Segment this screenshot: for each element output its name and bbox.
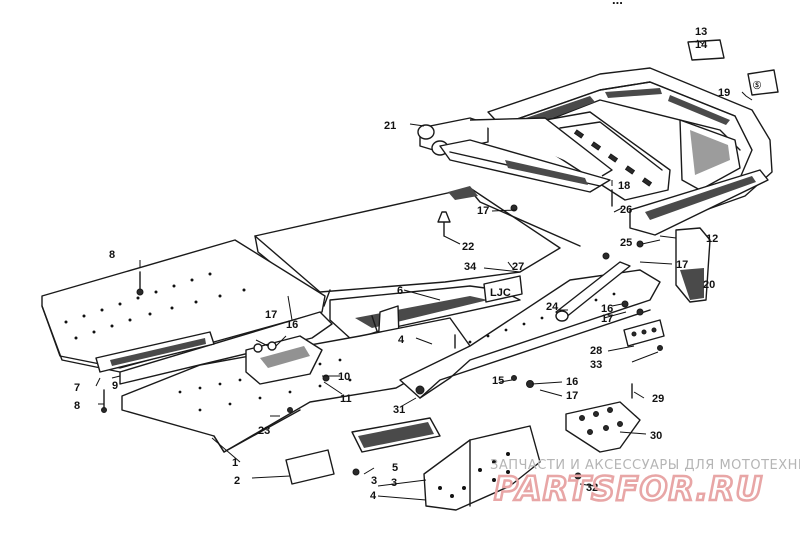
callout-17d: 17 bbox=[601, 313, 613, 325]
callout-12: 12 bbox=[706, 233, 718, 245]
callout-26: 26 bbox=[620, 204, 632, 216]
callout-22: 22 bbox=[462, 241, 474, 253]
callout-4: 4 bbox=[398, 334, 405, 346]
right-floor-panel bbox=[399, 261, 661, 399]
callout-11: 11 bbox=[340, 393, 352, 405]
callout-6: 6 bbox=[397, 285, 403, 297]
bracket-10 bbox=[245, 335, 323, 385]
callout-28: 28 bbox=[590, 345, 602, 357]
callout-7: 7 bbox=[74, 382, 80, 394]
header-fragment: ... bbox=[612, 0, 623, 7]
rear-bumper-assembly bbox=[487, 67, 773, 303]
callout-18: 18 bbox=[618, 180, 630, 192]
callout-14: 14 bbox=[695, 39, 708, 51]
callout-16c: 16 bbox=[566, 376, 578, 388]
tunnel-panel bbox=[254, 186, 581, 386]
callout-1: 1 bbox=[232, 457, 238, 469]
callout-19: 19 bbox=[718, 87, 730, 99]
watermark: ЗАПЧАСТИ И АКСЕССУАРЫ ДЛЯ МОТОТЕХНИКИ PA… bbox=[490, 458, 800, 509]
plate-28 bbox=[623, 319, 665, 347]
callout-8: 8 bbox=[109, 249, 115, 261]
callout-17c: 17 bbox=[676, 259, 688, 271]
callout-10: 10 bbox=[338, 371, 350, 383]
callout-16b: 16 bbox=[601, 303, 613, 315]
leader-lines bbox=[95, 39, 753, 501]
bracket-32 bbox=[423, 425, 541, 511]
callout-25: 25 bbox=[620, 237, 632, 249]
callout-8b: 8 bbox=[74, 400, 80, 412]
watermark-caption: ЗАПЧАСТИ И АКСЕССУАРЫ ДЛЯ МОТОТЕХНИКИ bbox=[490, 458, 800, 473]
grab-handle-21 bbox=[417, 117, 613, 193]
decal-13-14: Ⓢ bbox=[687, 39, 779, 96]
callout-24: 24 bbox=[546, 301, 559, 313]
callout-29: 29 bbox=[652, 393, 664, 405]
callout-27: 27 bbox=[512, 261, 524, 273]
callout-2: 2 bbox=[234, 475, 240, 487]
rivet-holes-left bbox=[64, 272, 246, 340]
callout-21: 21 bbox=[384, 120, 396, 132]
plate-2 bbox=[285, 449, 335, 485]
bracket-30 bbox=[565, 401, 641, 453]
decal-text: LJC bbox=[490, 287, 511, 299]
callout-32: 32 bbox=[586, 482, 598, 494]
callout-17: 17 bbox=[265, 309, 277, 321]
callout-31: 31 bbox=[393, 404, 405, 416]
callout-3b: 3 bbox=[391, 477, 397, 489]
callout-17e: 17 bbox=[566, 390, 578, 402]
decal-34: LJC bbox=[483, 275, 523, 303]
svg-text:Ⓢ: Ⓢ bbox=[753, 80, 761, 90]
callout-17b: 17 bbox=[477, 205, 489, 217]
callout-33: 33 bbox=[590, 359, 602, 371]
callout-15: 15 bbox=[492, 375, 504, 387]
callout-34: 34 bbox=[464, 261, 477, 273]
fasteners bbox=[101, 189, 663, 480]
callout-4b: 4 bbox=[370, 490, 377, 502]
callout-16: 16 bbox=[286, 319, 298, 331]
tread-plate-5 bbox=[351, 417, 441, 453]
callout-3: 3 bbox=[371, 475, 377, 487]
watermark-logo: PARTSFOR.RU bbox=[494, 469, 763, 508]
callout-20: 20 bbox=[703, 279, 715, 291]
callout-labels: 1 2 3 3 4 4 5 6 7 8 8 9 10 11 12 13 14 1… bbox=[74, 26, 730, 502]
left-running-board bbox=[41, 239, 333, 385]
callout-23: 23 bbox=[258, 425, 270, 437]
callout-9: 9 bbox=[112, 380, 118, 392]
callout-5: 5 bbox=[392, 462, 398, 474]
callout-30: 30 bbox=[650, 430, 662, 442]
callout-13: 13 bbox=[695, 26, 707, 38]
